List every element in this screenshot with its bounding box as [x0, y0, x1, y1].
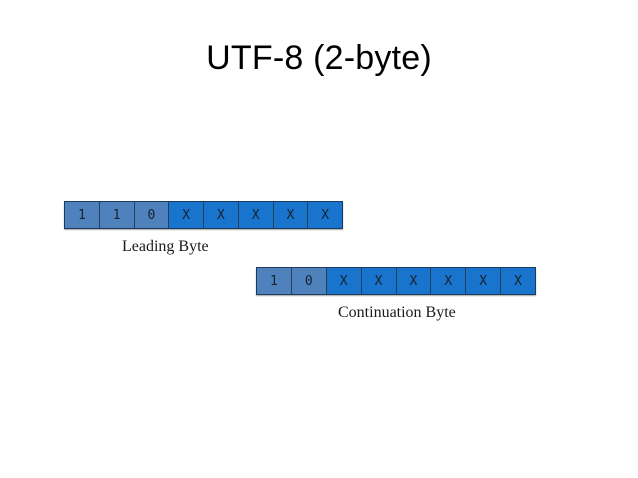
bit-cell: X	[431, 268, 467, 294]
bit-cell: X	[204, 202, 239, 228]
bit-cell: 1	[99, 202, 135, 228]
leading-byte-bar: 1 1 0 X X X X X	[64, 201, 343, 229]
bit-cell: X	[308, 202, 342, 228]
bit-cell: X	[326, 268, 362, 294]
bit-cell: 1	[257, 268, 292, 294]
leading-byte-caption: Leading Byte	[122, 238, 209, 255]
bit-cell: X	[396, 268, 432, 294]
bit-cell: 0	[134, 202, 170, 228]
bit-cell: 1	[65, 202, 100, 228]
bit-cell: X	[361, 268, 397, 294]
continuation-byte-caption: Continuation Byte	[338, 304, 456, 321]
bit-cell: X	[501, 268, 535, 294]
bit-cell: X	[273, 202, 309, 228]
continuation-byte-bar: 1 0 X X X X X X	[256, 267, 536, 295]
page-title: UTF-8 (2-byte)	[206, 39, 432, 77]
bit-cell: X	[238, 202, 274, 228]
bit-cell: X	[169, 202, 204, 228]
bit-cell: X	[466, 268, 502, 294]
bit-cell: 0	[291, 268, 327, 294]
